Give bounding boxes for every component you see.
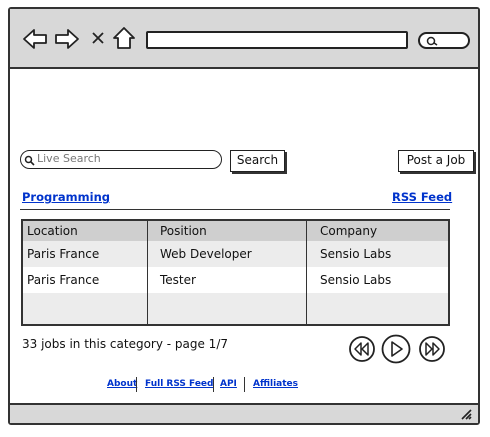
category-link[interactable]: Programming xyxy=(22,190,110,204)
table-header: Location Position Company xyxy=(23,221,448,241)
footer-link-affiliates[interactable]: Affiliates xyxy=(253,379,299,389)
rewind-icon[interactable] xyxy=(348,335,376,363)
footer-separator xyxy=(244,377,245,392)
table-row[interactable]: Paris France Web Developer Sensio Labs xyxy=(23,241,448,267)
address-bar[interactable] xyxy=(146,31,408,49)
arrow-left-icon[interactable] xyxy=(22,27,48,51)
table-row[interactable]: Paris France Tester Sensio Labs xyxy=(23,267,448,293)
cell-location: Paris France xyxy=(27,247,100,261)
live-search-placeholder: Live Search xyxy=(37,152,101,165)
browser-window: Live Search Search Post a Job Programmin… xyxy=(8,7,480,425)
column-header-company[interactable]: Company xyxy=(320,224,378,238)
divider xyxy=(20,209,450,210)
search-button[interactable]: Search xyxy=(230,150,285,172)
close-icon[interactable] xyxy=(91,31,105,45)
jobs-table: Location Position Company Paris France W… xyxy=(21,219,450,326)
arrow-right-icon[interactable] xyxy=(54,27,80,51)
browser-search-field[interactable] xyxy=(418,32,470,49)
search-icon xyxy=(24,155,35,166)
cell-company: Sensio Labs xyxy=(320,273,392,287)
play-icon[interactable] xyxy=(380,334,412,364)
status-bar xyxy=(10,403,478,423)
resize-grip-icon[interactable] xyxy=(460,408,472,420)
cell-position: Web Developer xyxy=(160,247,252,261)
post-job-button[interactable]: Post a Job xyxy=(398,150,474,172)
footer-separator xyxy=(136,377,137,392)
footer-link-about[interactable]: About xyxy=(107,379,138,389)
cell-company: Sensio Labs xyxy=(320,247,392,261)
footer-link-api[interactable]: API xyxy=(220,379,237,389)
footer-link-full-rss[interactable]: Full RSS Feed xyxy=(145,379,214,389)
browser-toolbar xyxy=(10,9,478,69)
column-divider xyxy=(306,221,307,324)
home-icon[interactable] xyxy=(111,25,137,51)
cell-position: Tester xyxy=(160,273,196,287)
rss-feed-link[interactable]: RSS Feed xyxy=(392,190,453,204)
table-row-empty xyxy=(23,293,448,324)
column-header-position[interactable]: Position xyxy=(160,224,207,238)
cell-location: Paris France xyxy=(27,273,100,287)
column-divider xyxy=(147,221,148,324)
live-search-input[interactable]: Live Search xyxy=(20,150,222,169)
results-summary: 33 jobs in this category - page 1/7 xyxy=(22,337,228,351)
column-header-location[interactable]: Location xyxy=(27,224,78,238)
search-icon xyxy=(426,36,438,46)
footer-separator xyxy=(213,377,214,392)
fast-forward-icon[interactable] xyxy=(418,335,446,363)
